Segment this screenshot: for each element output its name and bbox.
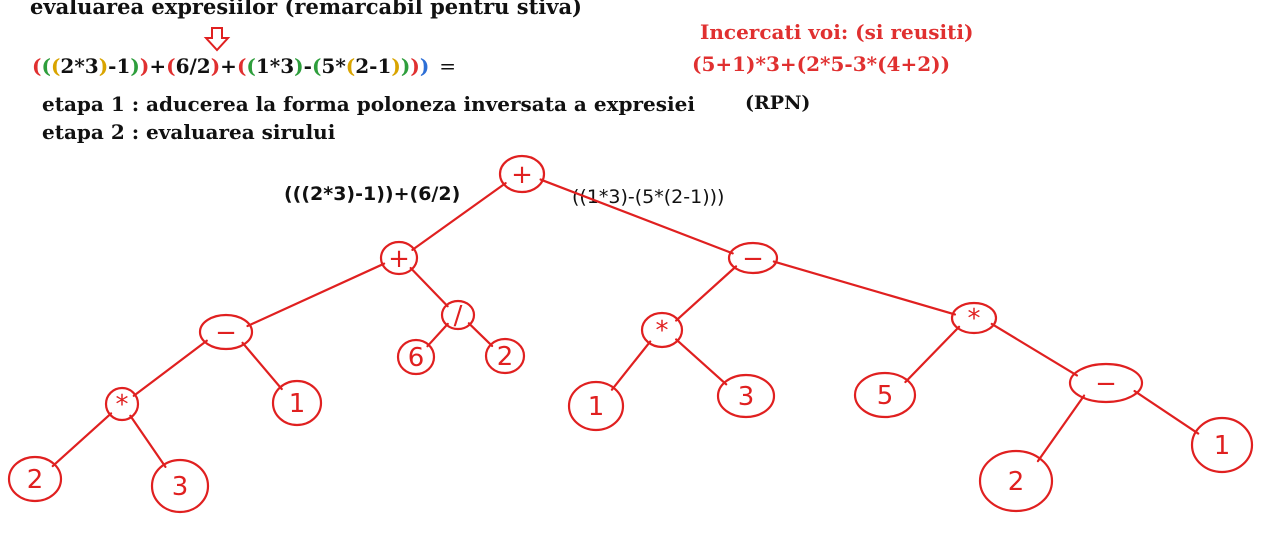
right-subexpression: ((1*3)-(5*(2-1))): [572, 186, 725, 208]
tree-node-label: *: [656, 316, 669, 346]
tree-node-label: *: [968, 304, 981, 334]
expression-token: ): [294, 54, 304, 78]
tree-node-label: 2: [497, 342, 514, 372]
expression-token: (: [50, 54, 61, 78]
expression-token: ): [400, 54, 411, 78]
tree-edge-l-lr: [409, 266, 449, 308]
tree-edge-root-r: [539, 178, 734, 255]
tree-node-label: −: [742, 244, 764, 274]
tree-edge-root-l: [411, 182, 507, 251]
tree-node-lrb: 2: [484, 337, 526, 375]
exercise-title: Incercati voi: (si reusiti): [700, 20, 974, 44]
page-title: evaluarea expresiilor (remarcabil pentru…: [30, 0, 582, 19]
tree-node-rl: *: [640, 311, 684, 349]
tree-node-rrb: −: [1068, 362, 1144, 404]
expression-token: -1: [108, 54, 131, 78]
tree-node-rrbb: 1: [1190, 416, 1254, 474]
tree-node-llla: 2: [7, 455, 63, 503]
down-arrow-icon: [203, 27, 231, 52]
tree-node-lr: /: [440, 299, 476, 331]
tree-node-rr: *: [950, 301, 998, 335]
tree-node-llr: 1: [271, 379, 323, 427]
tree-edge-rrb-rrba: [1036, 394, 1086, 463]
expression-token: 2*3: [60, 54, 99, 78]
expression-tokens: (((2*3)-1))+(6/2)+((1*3)-(5*(2-1)))): [32, 54, 429, 78]
step-1-label: etapa 1 : aducerea la forma poloneza inv…: [42, 92, 695, 116]
expression-token: +: [220, 54, 237, 78]
tree-node-rlb: 3: [716, 373, 776, 419]
tree-edge-rl-rlb: [675, 338, 728, 386]
tree-edge-rr-rrb: [990, 322, 1079, 377]
tree-edge-r-rl: [675, 265, 738, 322]
expression-token: ): [98, 54, 109, 78]
tree-edge-lll-llla: [51, 412, 113, 468]
tree-node-label: 3: [738, 382, 755, 412]
tree-node-lra: 6: [396, 338, 436, 376]
tree-node-label: *: [116, 390, 129, 420]
tree-node-label: 5: [877, 381, 894, 411]
tree-node-label: 3: [172, 472, 189, 502]
tree-node-label: +: [388, 244, 410, 274]
expression-token: ): [130, 54, 140, 78]
expression-token: ): [391, 54, 401, 78]
tree-node-label: 1: [1214, 431, 1231, 461]
tree-node-label: −: [215, 318, 237, 348]
tree-edge-rr-rra: [904, 325, 961, 384]
expression-token: -: [303, 54, 312, 78]
tree-node-lllb: 3: [150, 458, 210, 514]
expression-token: 1*3: [255, 54, 295, 78]
tree-node-rrba: 2: [978, 449, 1054, 513]
expression-token: +: [149, 54, 167, 78]
tree-edge-rl-rla: [610, 340, 652, 391]
tree-edge-lr-lra: [426, 322, 449, 348]
equals-sign: =: [439, 54, 457, 78]
expression-token: (: [236, 54, 247, 78]
main-expression: (((2*3)-1))+(6/2)+((1*3)-(5*(2-1))))=: [32, 54, 456, 78]
expression-token: (: [345, 54, 356, 78]
tree-node-rra: 5: [853, 371, 917, 419]
tree-node-label: 1: [289, 389, 306, 419]
expression-token: (: [311, 54, 322, 78]
tree-node-label: 6: [408, 343, 425, 373]
tree-edge-ll-llr: [241, 341, 283, 391]
tree-edge-rrb-rrbb: [1133, 389, 1200, 435]
step-2-label: etapa 2 : evaluarea sirului: [42, 120, 336, 144]
exercise-expression: (5+1)*3+(2*5-3*(4+2)): [692, 52, 951, 76]
tree-node-label: 2: [27, 465, 44, 495]
expression-token: ): [210, 54, 221, 78]
tree-node-label: /: [454, 301, 463, 331]
tree-edges: [51, 178, 1200, 468]
tree-nodes: + + − − / * 1 2 3 6 2 * * 1 3 5 − 2 1: [7, 154, 1254, 514]
expression-token: (: [32, 54, 42, 78]
expression-token: 6/2: [175, 54, 211, 78]
expression-token: ): [139, 54, 150, 78]
tree-node-label: −: [1095, 369, 1117, 399]
expression-token: ): [410, 54, 420, 78]
expression-token: (: [246, 54, 256, 78]
tree-node-root: +: [498, 154, 546, 194]
expression-token: (: [41, 54, 51, 78]
expression-token: 5*: [321, 54, 346, 78]
tree-edge-r-rr: [772, 260, 956, 316]
tree-edge-lr-lrb: [467, 322, 494, 348]
tree-node-label: 1: [588, 392, 605, 422]
tree-edge-lll-lllb: [129, 414, 167, 468]
tree-edge-l-ll: [246, 262, 386, 328]
expression-token: ): [419, 54, 430, 78]
tree-node-rla: 1: [567, 380, 625, 432]
expression-token: (: [166, 54, 176, 78]
tree-node-lll: *: [104, 386, 140, 422]
expression-token: 2-1: [355, 54, 392, 78]
tree-node-l: +: [379, 240, 419, 276]
left-subexpression: (((2*3)-1))+(6/2): [284, 183, 461, 205]
tree-node-r: −: [727, 241, 779, 275]
tree-node-label: 2: [1008, 467, 1025, 497]
tree-edge-ll-lll: [132, 339, 208, 397]
tree-node-ll: −: [198, 313, 254, 351]
tree-node-label: +: [511, 160, 533, 190]
rpn-label: (RPN): [745, 92, 811, 114]
